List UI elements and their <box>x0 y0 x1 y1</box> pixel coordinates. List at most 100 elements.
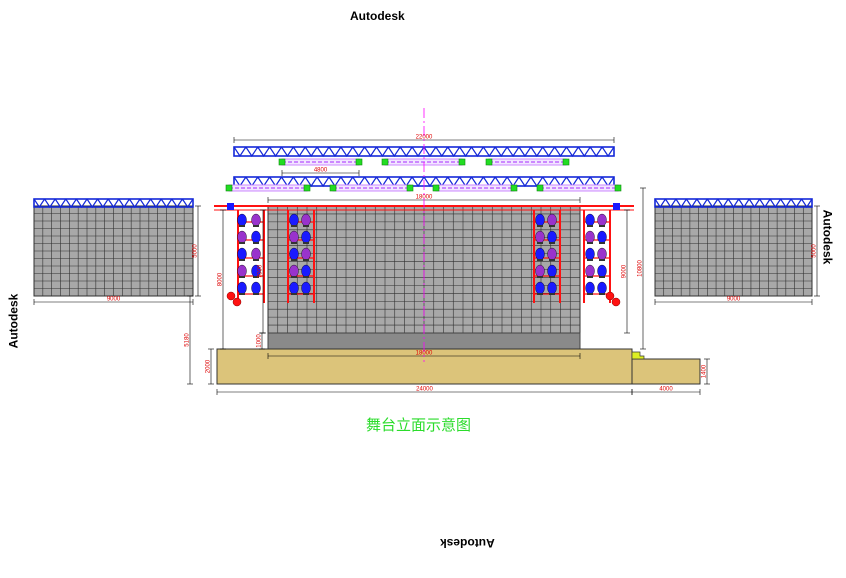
dim-right-light-h-label: 9000 <box>622 264 628 278</box>
stage-steps <box>631 351 645 360</box>
spot-t2-0-2 <box>535 247 545 261</box>
spot-t1-0-2-head <box>289 247 299 261</box>
main-led-wall-grid <box>268 206 580 333</box>
spot-t2-1-3 <box>547 264 557 278</box>
spot-t2-1-2-yoke <box>549 259 555 261</box>
wash-light-3 <box>611 297 621 307</box>
left-side-screen <box>33 205 194 297</box>
wash-light-2 <box>605 291 615 301</box>
right-screen-truss-web <box>654 198 813 209</box>
spot-t0-0-2-yoke <box>239 259 245 261</box>
spot-t0-0-4-yoke <box>239 293 245 295</box>
spot-t2-0-2-yoke <box>537 259 543 261</box>
spot-t2-0-3 <box>535 264 545 278</box>
led-screens <box>33 205 813 350</box>
spot-t3-0-1-yoke <box>587 242 593 244</box>
spot-t1-1-2 <box>301 247 311 261</box>
spot-t0-0-1-yoke <box>239 242 245 244</box>
spot-t1-0-1-yoke <box>291 242 297 244</box>
spot-t0-0-3 <box>237 264 247 278</box>
spot-t0-0-0-head <box>237 213 247 227</box>
dim-left-screen-w: 9000 <box>33 297 194 305</box>
spot-t1-1-3-head <box>301 264 311 278</box>
spot-t0-0-2 <box>237 247 247 261</box>
left-screen-truss <box>33 198 194 209</box>
dim-stage-w: 24000 <box>216 387 633 395</box>
dim-side-stage-w-label: 4000 <box>659 387 673 393</box>
spot-t1-0-4 <box>289 281 299 295</box>
spot-t3-0-4 <box>585 281 595 295</box>
spot-t1-0-2-yoke <box>291 259 297 261</box>
light-bar-6-node-0 <box>432 184 440 192</box>
spot-t1-1-0-yoke <box>303 225 309 227</box>
wash-light-0 <box>226 291 236 301</box>
light-bar-2-node-0 <box>381 158 389 166</box>
spot-t3-1-1-yoke <box>599 242 605 244</box>
spot-t2-1-1-yoke <box>549 242 555 244</box>
spot-t2-0-2-head <box>535 247 545 261</box>
dim-stage-h-label: 2000 <box>206 359 212 373</box>
spot-t0-0-0 <box>237 213 247 227</box>
spot-t1-0-0-head <box>289 213 299 227</box>
spot-t0-0-4 <box>237 281 247 295</box>
dim-right-light-h: 9000 <box>622 209 630 334</box>
spot-t3-1-0 <box>597 213 607 227</box>
spot-t0-1-0-head <box>251 213 261 227</box>
spot-t2-0-4 <box>535 281 545 295</box>
spot-t3-0-3-head <box>585 264 595 278</box>
spot-t2-0-4-yoke <box>537 293 543 295</box>
spot-t1-0-0 <box>289 213 299 227</box>
spot-t0-0-2-head <box>237 247 247 261</box>
spot-t2-1-2 <box>547 247 557 261</box>
spot-t2-1-0-head <box>547 213 557 227</box>
spot-t2-0-1 <box>535 230 545 244</box>
spot-t0-1-1-yoke <box>253 242 259 244</box>
spot-t3-1-0-yoke <box>599 225 605 227</box>
light-bar-4-node-0 <box>225 184 233 192</box>
spot-t2-1-4-yoke <box>549 293 555 295</box>
spot-t0-1-2 <box>251 247 261 261</box>
light-bar-5-node-0 <box>329 184 337 192</box>
watermark-top: Autodesk <box>350 9 405 23</box>
spot-t2-1-1 <box>547 230 557 244</box>
spot-t3-1-3-head <box>597 264 607 278</box>
watermark-right: Autodesk <box>820 209 835 265</box>
spot-t2-1-0 <box>547 213 557 227</box>
spot-t3-0-4-head <box>585 281 595 295</box>
dim-right-screen-h: 5000 <box>812 205 820 297</box>
spot-t2-1-1-head <box>547 230 557 244</box>
spot-t0-0-4-head <box>237 281 247 295</box>
spot-t2-1-3-head <box>547 264 557 278</box>
spot-t1-0-3-head <box>289 264 299 278</box>
spot-t3-1-0-head <box>597 213 607 227</box>
light-bar-4 <box>225 184 311 192</box>
spot-t0-1-0 <box>251 213 261 227</box>
spot-t2-1-0-yoke <box>549 225 555 227</box>
light-bar-5-node-1 <box>406 184 414 192</box>
light-bar-7-node-0 <box>536 184 544 192</box>
spot-t3-1-2 <box>597 247 607 261</box>
light-bar-3-node-0 <box>485 158 493 166</box>
spot-t3-1-4-head <box>597 281 607 295</box>
light-bar-7-node-1 <box>614 184 622 192</box>
top-truss-web <box>233 146 615 158</box>
spot-t0-1-3-yoke <box>253 276 259 278</box>
spot-t2-0-3-head <box>535 264 545 278</box>
spot-t1-1-4-head <box>301 281 311 295</box>
dim-main-bottom-label: 18000 <box>416 351 433 357</box>
spot-t0-1-4 <box>251 281 261 295</box>
spot-t0-0-1-head <box>237 230 247 244</box>
spot-t0-1-3 <box>251 264 261 278</box>
side-stage <box>631 358 701 385</box>
dim-left-screen-h-label: 5000 <box>193 244 199 258</box>
spot-t3-0-0-head <box>585 213 595 227</box>
dim-left-screen-h: 5000 <box>193 205 201 297</box>
light-bar-1-node-0 <box>278 158 286 166</box>
dim-side-stage-w: 4000 <box>631 387 701 395</box>
spot-t1-0-4-head <box>289 281 299 295</box>
truss-system <box>33 146 813 211</box>
spot-t1-1-0 <box>301 213 311 227</box>
spot-t1-1-0-head <box>301 213 311 227</box>
spot-t3-0-0 <box>585 213 595 227</box>
spot-t1-0-0-yoke <box>291 225 297 227</box>
